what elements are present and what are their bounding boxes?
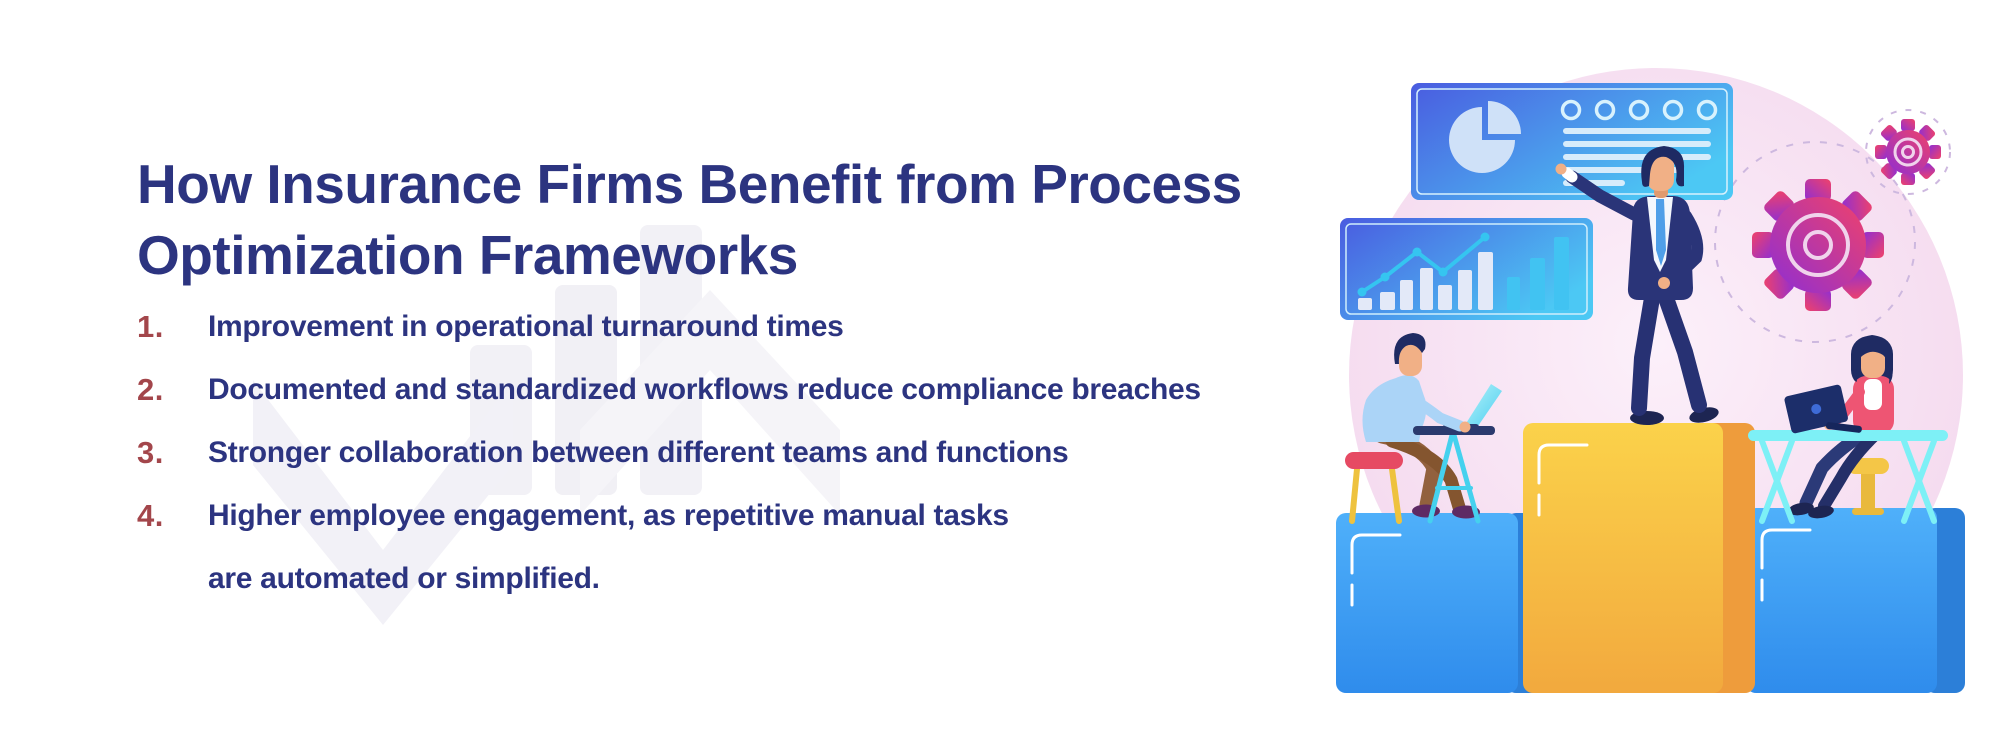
podium-right	[1746, 508, 1965, 693]
laptop-dark	[1784, 384, 1862, 434]
line-graph	[1357, 232, 1490, 297]
item-text-line: Improvement in operational turnaround ti…	[208, 310, 844, 343]
list-item-1: 1. Improvement in operational turnaround…	[137, 295, 1317, 358]
list-item-3: 3. Stronger collaboration between differ…	[137, 421, 1317, 484]
status-dots	[1560, 99, 1718, 121]
page-title: How Insurance Firms Benefit from Process…	[137, 149, 1377, 291]
bar-chart	[1358, 252, 1493, 310]
watermark-logo	[253, 225, 840, 625]
list-item-2: 2. Documented and standardized workflows…	[137, 358, 1317, 421]
item-text-line: Higher employee engagement, as repetitiv…	[208, 499, 1009, 532]
item-text: Improvement in operational turnaround ti…	[208, 295, 844, 358]
item-text: Documented and standardized workflows re…	[208, 358, 1201, 421]
text-lines	[1563, 128, 1711, 186]
benefits-list: 1. Improvement in operational turnaround…	[137, 295, 1317, 610]
gear-large	[1714, 141, 1916, 343]
item-number: 1.	[137, 309, 164, 344]
woman-at-laptop	[1748, 335, 1948, 524]
process-optimization-illustration	[1336, 68, 1965, 693]
podium-center	[1523, 423, 1755, 693]
item-text: Stronger collaboration between different…	[208, 421, 1069, 484]
man-at-desk	[1345, 333, 1502, 524]
item-text: Higher employee engagement, as repetitiv…	[208, 484, 1009, 610]
analytics-panel	[1340, 218, 1593, 320]
presenter-man	[1555, 146, 1719, 425]
gear-small	[1865, 109, 1951, 195]
pie-chart	[1449, 101, 1521, 173]
item-number: 4.	[137, 498, 164, 533]
list-item-4: 4. Higher employee engagement, as repeti…	[137, 484, 1317, 610]
page-title-line1: How Insurance Firms Benefit from Process	[137, 152, 1242, 215]
item-text-line: Documented and standardized workflows re…	[208, 373, 1201, 406]
item-number: 3.	[137, 435, 164, 470]
item-text-line: Stronger collaboration between different…	[208, 436, 1069, 469]
item-number: 2.	[137, 372, 164, 407]
podium-left	[1336, 513, 1546, 693]
item-text-line: are automated or simplified.	[208, 562, 600, 595]
stool-red	[1345, 452, 1403, 524]
desk-left	[1413, 426, 1495, 524]
page-title-line2: Optimization Frameworks	[137, 223, 798, 286]
desk-right	[1748, 430, 1948, 524]
